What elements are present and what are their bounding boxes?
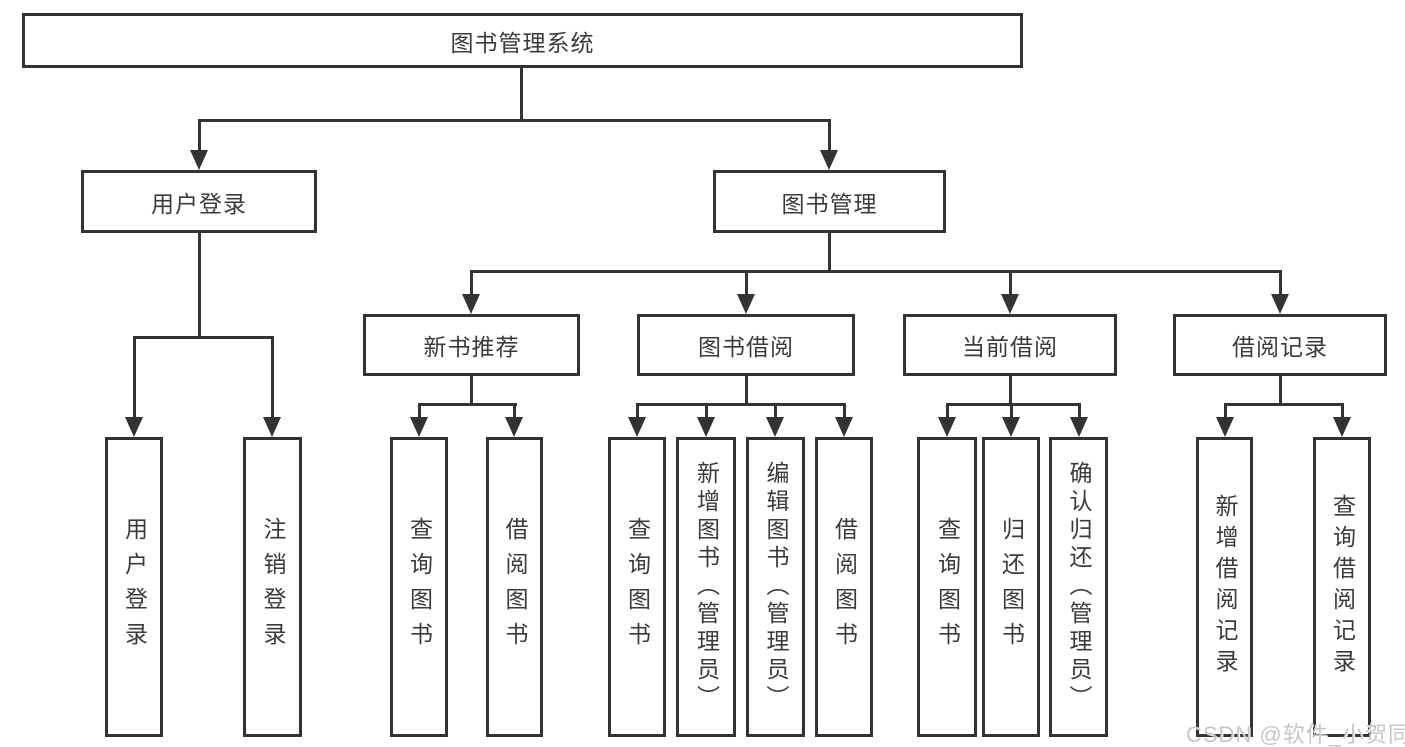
leaf-add-books-admin: 新增图书（管理员）	[676, 437, 736, 737]
connector-vline	[636, 403, 639, 421]
node-borrow-records: 借阅记录	[1173, 314, 1387, 376]
connector-vline	[198, 233, 201, 339]
connector-vline	[1279, 270, 1282, 298]
connector-hline	[946, 403, 1081, 406]
arrowhead-down-icon	[628, 417, 646, 437]
arrowhead-down-icon	[410, 417, 428, 437]
connector-vline	[843, 403, 846, 421]
arrowhead-down-icon	[938, 417, 956, 437]
leaf-return-books: 归还图书	[982, 437, 1040, 737]
leaf-query-borrow-record: 查询借阅记录	[1313, 437, 1371, 737]
arrowhead-down-icon	[505, 417, 523, 437]
connector-vline	[513, 403, 516, 421]
leaf-edit-books-admin-label: 编辑图书（管理员）	[763, 461, 789, 713]
connector-hline	[470, 270, 1281, 273]
arrowhead-down-icon	[1216, 417, 1234, 437]
connector-vline	[828, 119, 831, 154]
leaf-edit-books-admin: 编辑图书（管理员）	[746, 437, 805, 737]
node-root-label: 图书管理系统	[450, 29, 595, 56]
leaf-add-borrow-record-label: 新增借阅记录	[1212, 494, 1238, 680]
arrowhead-down-icon	[1001, 294, 1019, 314]
arrowhead-down-icon	[190, 150, 208, 170]
arrowhead-down-icon	[766, 417, 784, 437]
arrowhead-down-icon	[737, 294, 755, 314]
connector-vline	[198, 119, 201, 154]
connector-hline	[418, 403, 517, 406]
leaf-query-books-label: 查询图书	[624, 517, 651, 657]
arrowhead-down-icon	[1333, 417, 1351, 437]
node-current-borrow: 当前借阅	[903, 314, 1117, 376]
leaf-logout: 注销登录	[243, 437, 302, 737]
connector-vline	[470, 376, 473, 406]
connector-hline	[1224, 403, 1344, 406]
arrowhead-down-icon	[1002, 417, 1020, 437]
connector-vline	[470, 270, 473, 298]
connector-vline	[1279, 376, 1282, 406]
leaf-query-books: 查询图书	[390, 437, 448, 737]
node-new-book-recommend: 新书推荐	[363, 314, 580, 376]
leaf-query-borrow-record-label: 查询借阅记录	[1329, 494, 1356, 680]
connector-vline	[520, 68, 523, 122]
leaf-borrow-books-label: 借阅图书	[831, 517, 858, 657]
connector-vline	[1341, 403, 1344, 421]
arrowhead-down-icon	[1070, 417, 1088, 437]
connector-vline	[1078, 403, 1081, 421]
node-root: 图书管理系统	[22, 13, 1023, 68]
connector-vline	[745, 270, 748, 298]
node-current-borrow-label: 当前借阅	[962, 334, 1058, 360]
leaf-query-books-label: 查询图书	[934, 517, 961, 657]
node-user-login: 用户登录	[81, 170, 317, 233]
connector-vline	[745, 376, 748, 406]
leaf-query-books: 查询图书	[917, 437, 977, 737]
leaf-add-borrow-record: 新增借阅记录	[1196, 437, 1253, 737]
leaf-logout-label: 注销登录	[260, 517, 286, 657]
leaf-user-login-label: 用户登录	[121, 517, 148, 657]
connector-vline	[774, 403, 777, 421]
leaf-borrow-books-label: 借阅图书	[502, 517, 528, 657]
connector-hline	[636, 403, 846, 406]
connector-vline	[133, 336, 136, 421]
arrowhead-down-icon	[1271, 294, 1289, 314]
node-borrow-records-label: 借阅记录	[1232, 334, 1328, 360]
arrowhead-down-icon	[820, 150, 838, 170]
arrowhead-down-icon	[697, 417, 715, 437]
leaf-confirm-return-admin: 确认归还（管理员）	[1049, 437, 1108, 737]
leaf-query-books-label: 查询图书	[406, 517, 433, 657]
connector-vline	[1009, 270, 1012, 298]
arrowhead-down-icon	[835, 417, 853, 437]
connector-vline	[705, 403, 708, 421]
leaf-confirm-return-admin-label: 确认归还（管理员）	[1066, 461, 1092, 713]
leaf-borrow-books: 借阅图书	[815, 437, 873, 737]
leaf-borrow-books: 借阅图书	[486, 437, 543, 737]
connector-hline	[198, 119, 831, 122]
leaf-return-books-label: 归还图书	[998, 517, 1025, 657]
arrowhead-down-icon	[462, 294, 480, 314]
connector-vline	[418, 403, 421, 421]
leaf-query-books: 查询图书	[608, 437, 666, 737]
leaf-user-login: 用户登录	[105, 437, 163, 737]
connector-vline	[1224, 403, 1227, 421]
node-new-book-recommend-label: 新书推荐	[423, 334, 520, 360]
watermark: CSDN @软件_小贺同学	[1186, 722, 1405, 747]
node-book-management-label: 图书管理	[781, 190, 878, 217]
arrowhead-down-icon	[125, 417, 143, 437]
node-book-borrow-label: 图书借阅	[698, 334, 794, 360]
node-user-login-label: 用户登录	[151, 190, 247, 217]
connector-vline	[828, 233, 831, 273]
connector-hline	[133, 336, 274, 339]
leaf-add-books-admin-label: 新增图书（管理员）	[693, 461, 720, 713]
connector-vline	[271, 336, 274, 421]
node-book-management: 图书管理	[713, 170, 946, 233]
connector-vline	[1010, 403, 1013, 421]
connector-vline	[1009, 376, 1012, 406]
arrowhead-down-icon	[263, 417, 281, 437]
node-book-borrow: 图书借阅	[637, 314, 855, 376]
connector-vline	[946, 403, 949, 421]
